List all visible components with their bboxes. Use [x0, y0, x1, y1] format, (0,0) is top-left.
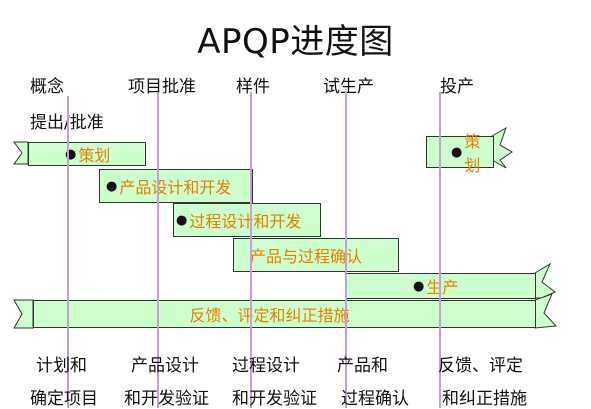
activity-label: 过程设计和开发 [189, 212, 302, 231]
bottom-label-2-line2: 和开发验证 [124, 389, 209, 409]
bottom-label-4-line1: 产品和 [337, 356, 388, 376]
flag-right-feedback [534, 293, 558, 329]
activity-bar-product-design: ●产品设计和开发 [99, 169, 253, 203]
bullet-dot: ● [176, 212, 188, 228]
phase-label-program-approval: 项目批准 [128, 77, 196, 97]
activity-label: 生产 [426, 278, 459, 297]
activity-bar-process-design: ●过程设计和开发 [173, 203, 321, 237]
activity-bar-validation: 产品与过程确认 [233, 238, 399, 272]
activity-bar-feedback: 反馈、评定和纠正措施 [33, 300, 536, 328]
bullet-dot: ● [106, 178, 118, 194]
activity-label: 产品设计和开发 [119, 178, 232, 197]
activity-bar-planning: ●策划 [28, 142, 146, 166]
milestone-line-concept [67, 96, 69, 408]
milestone-line-prototype [250, 92, 252, 408]
activity-label: 策划 [464, 132, 481, 175]
flag-right-launch-planning [491, 126, 513, 169]
phase-label-launch: 投产 [440, 77, 474, 97]
phase-sublabel-concept: 提出/批准 [30, 108, 104, 133]
activity-label: 策划 [78, 146, 111, 165]
milestone-line-program-approval [157, 92, 159, 408]
milestone-line-pilot [345, 92, 347, 408]
activity-bar-launch-planning: ●策划 [426, 132, 494, 175]
bottom-label-3-line2: 和开发验证 [232, 389, 317, 409]
activity-label: 产品与过程确认 [250, 247, 363, 266]
phase-label-pilot: 试生产 [323, 77, 374, 97]
activity-bar-production: ●生产 [346, 273, 536, 299]
flag-left-planning [13, 141, 29, 165]
flag-left-feedback [13, 299, 34, 329]
flag-right-production [534, 262, 556, 299]
phase-label-prototype: 样件 [236, 77, 270, 97]
bottom-label-3-line1: 过程设计 [232, 356, 300, 376]
bullet-dot: ● [451, 144, 463, 160]
bottom-label-1-line2: 确定项目 [30, 389, 98, 409]
milestone-line-launch [439, 92, 441, 408]
bottom-label-5-line1: 反馈、评定 [438, 356, 523, 376]
activity-label: 反馈、评定和纠正措施 [189, 306, 350, 325]
bottom-label-2-line1: 产品设计 [131, 356, 199, 376]
bottom-label-1-line1: 计划和 [36, 356, 87, 376]
bullet-dot: ● [65, 146, 77, 162]
bottom-label-4-line2: 过程确认 [341, 389, 409, 409]
phase-label-concept: 概念 [30, 77, 64, 97]
bottom-label-5-line2: 和纠正措施 [442, 389, 527, 409]
page-title: APQP进度图 [197, 22, 394, 62]
bullet-dot: ● [413, 278, 425, 294]
